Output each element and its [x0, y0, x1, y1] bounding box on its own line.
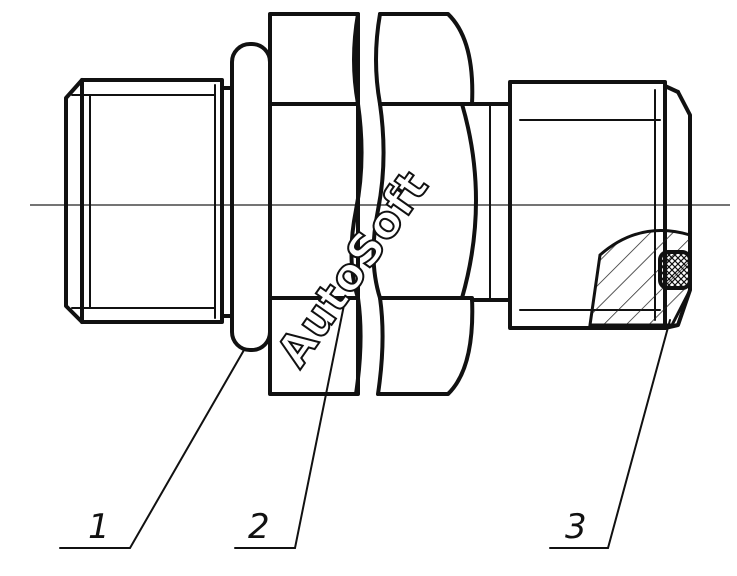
o-ring-seal-part-3: [658, 250, 692, 290]
sealing-washer-part-1: [230, 42, 272, 352]
left-threaded-end: [64, 78, 234, 324]
callout-3: 3: [565, 507, 587, 547]
leader-lines: [59, 299, 671, 549]
hex-nut-part-2: [268, 12, 478, 396]
connector-neck: [470, 102, 512, 302]
callout-2: 2: [248, 507, 270, 547]
callout-labels: 1 2 3: [88, 507, 587, 547]
watermark-text: AutoSoft: [267, 161, 439, 376]
callout-1: 1: [88, 507, 110, 547]
